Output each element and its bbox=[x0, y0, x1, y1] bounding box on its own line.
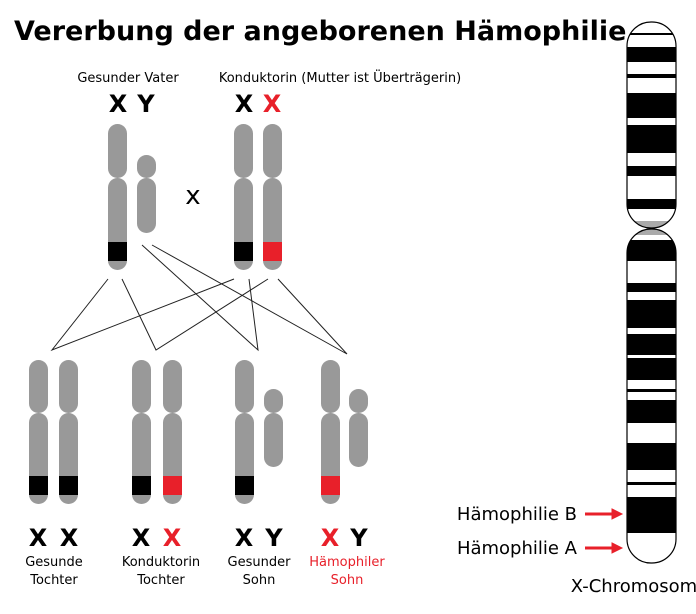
line-to-child-4 bbox=[151, 244, 348, 355]
chromosome-arm bbox=[264, 389, 283, 413]
chromosome-band bbox=[627, 443, 676, 470]
child2-x-chromosome bbox=[132, 360, 151, 504]
page-title: Vererbung der angeborenen Hämophilie bbox=[14, 16, 626, 47]
child4-chr1-letter: X bbox=[321, 524, 340, 552]
gene-band bbox=[29, 476, 48, 495]
child3-y-chromosome bbox=[264, 389, 283, 467]
child1-label-line2: Tochter bbox=[29, 573, 78, 588]
chromosome-band bbox=[627, 389, 676, 392]
chromosome-band bbox=[627, 334, 676, 355]
x-short-arm bbox=[627, 22, 676, 228]
line-to-child-3 bbox=[141, 244, 259, 352]
mother-x-chromosome bbox=[234, 124, 253, 270]
child1-x-chromosome bbox=[29, 360, 48, 504]
x-chromosome-ideogram bbox=[626, 21, 677, 564]
chromosome-band bbox=[627, 497, 676, 533]
inheritance-lines bbox=[50, 244, 348, 355]
mother-affected-x-letter: X bbox=[263, 90, 282, 118]
chromosome-arm bbox=[234, 124, 253, 178]
chromosome-arm bbox=[264, 413, 283, 467]
chromosome-band bbox=[627, 199, 676, 209]
gene-band bbox=[132, 476, 151, 495]
child1-chr2-letter: X bbox=[60, 524, 79, 552]
child4-affected-x-chromosome bbox=[321, 360, 340, 504]
chromosome-band bbox=[627, 400, 676, 423]
child3-chr2-letter: Y bbox=[264, 524, 283, 552]
x-long-arm bbox=[627, 229, 676, 563]
mother-label: Konduktorin (Mutter ist Überträgerin) bbox=[219, 69, 461, 86]
father-y-letter: Y bbox=[136, 90, 155, 118]
hemophilia-a-label: Hämophilie A bbox=[457, 538, 578, 559]
chromosome-band bbox=[627, 93, 676, 118]
chromosome-band bbox=[627, 125, 676, 153]
chromosome-arm bbox=[321, 360, 340, 413]
chromosomes bbox=[29, 124, 368, 504]
child3-label-line1: Gesunder bbox=[228, 555, 292, 570]
gene-band bbox=[59, 476, 78, 495]
centromere bbox=[627, 229, 676, 235]
chromosome-arm bbox=[137, 178, 156, 233]
child2-chr2-letter: X bbox=[163, 524, 182, 552]
chromosome-arm bbox=[59, 360, 78, 413]
chromosome-arm bbox=[29, 360, 48, 413]
child3-chr1-letter: X bbox=[235, 524, 254, 552]
hemophilia-b-arrowhead bbox=[611, 508, 624, 520]
chromosome-band bbox=[627, 240, 676, 261]
hemophilia-a-arrowhead bbox=[611, 542, 624, 554]
cross-symbol: x bbox=[185, 181, 200, 211]
child2-label-line2: Tochter bbox=[136, 573, 185, 588]
child1-label-line1: Gesunde bbox=[25, 555, 83, 570]
chromosome-arm bbox=[349, 413, 368, 467]
chromosome-band bbox=[627, 33, 676, 35]
child2-label-line1: Konduktorin bbox=[122, 555, 200, 570]
chromosome-arm bbox=[163, 360, 182, 413]
chromosome-arm bbox=[349, 389, 368, 413]
mother-affected-x-chromosome bbox=[263, 124, 282, 270]
line-to-child-2 bbox=[121, 278, 269, 351]
chromosome-arm bbox=[263, 124, 282, 178]
chromosome-band bbox=[627, 74, 676, 78]
centromere bbox=[627, 221, 676, 228]
child4-label-line2: Sohn bbox=[331, 573, 364, 588]
marker-arrows bbox=[585, 508, 624, 554]
mother-x-letter: X bbox=[235, 90, 254, 118]
chromosome-band bbox=[627, 358, 676, 380]
gene-band bbox=[234, 242, 253, 261]
mutation-band bbox=[263, 242, 282, 261]
chromosome-band bbox=[627, 300, 676, 328]
chromosome-arm bbox=[137, 155, 156, 178]
chromosome-arm bbox=[108, 124, 127, 178]
child1-chr1-letter: X bbox=[29, 524, 48, 552]
chromosome-band bbox=[627, 482, 676, 485]
child4-label-line1: Hämophiler bbox=[309, 555, 385, 570]
child2-chr1-letter: X bbox=[132, 524, 151, 552]
mutation-band bbox=[321, 476, 340, 495]
gene-band bbox=[108, 242, 127, 261]
father-label: Gesunder Vater bbox=[77, 71, 179, 86]
child3-x-chromosome bbox=[235, 360, 254, 504]
hemophilia-b-label: Hämophilie B bbox=[457, 504, 577, 525]
child4-chr2-letter: Y bbox=[349, 524, 368, 552]
child3-label-line2: Sohn bbox=[243, 573, 276, 588]
chromosome-band bbox=[627, 47, 676, 62]
line-to-child-1 bbox=[50, 278, 235, 352]
x-chromosome-label: X-Chromosom bbox=[571, 576, 696, 597]
father-y-chromosome bbox=[137, 155, 156, 233]
chromosome-band bbox=[627, 283, 676, 292]
chromosome-band bbox=[627, 166, 676, 176]
mutation-band bbox=[163, 476, 182, 495]
child4-y-chromosome bbox=[349, 389, 368, 467]
child2-affected-x-chromosome bbox=[163, 360, 182, 504]
gene-band bbox=[235, 476, 254, 495]
chromosome-arm bbox=[132, 360, 151, 413]
father-x-letter: X bbox=[109, 90, 128, 118]
father-x-chromosome bbox=[108, 124, 127, 270]
child1-x2-chromosome bbox=[59, 360, 78, 504]
chromosome-arm bbox=[235, 360, 254, 413]
